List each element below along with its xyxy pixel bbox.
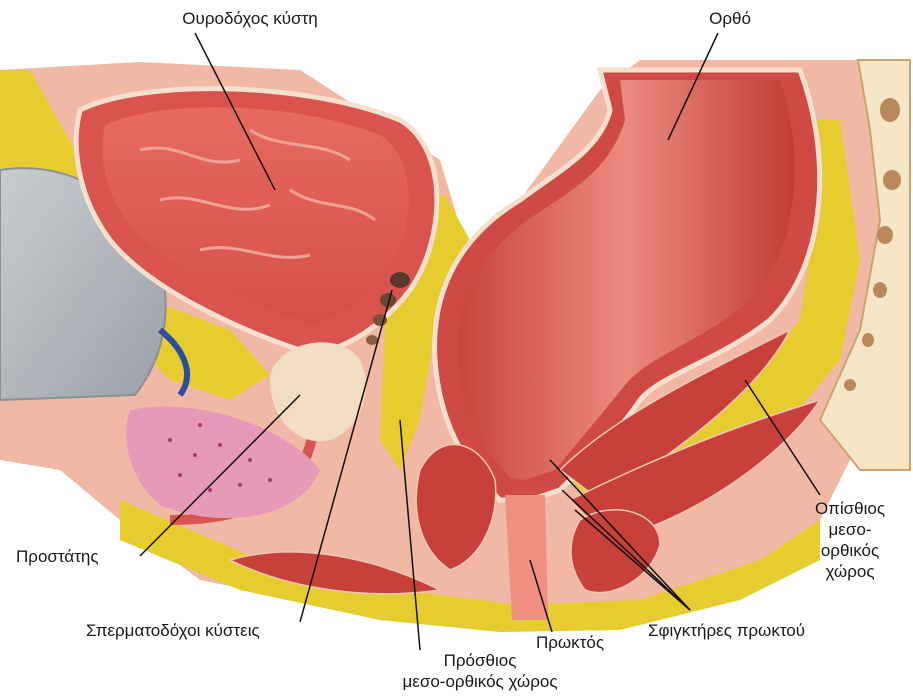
leader-anus: [530, 560, 552, 632]
leader-rectum: [668, 33, 718, 140]
leader-prostate: [140, 395, 300, 556]
leader-anterior-space: [400, 420, 420, 650]
leader-sphincter-3: [575, 510, 690, 610]
leader-sphincter-2: [562, 490, 690, 610]
leader-posterior-space: [745, 380, 820, 495]
leader-sphincter-1: [550, 460, 690, 610]
leader-seminal-vesicles: [300, 290, 392, 622]
leader-bladder: [195, 33, 275, 190]
